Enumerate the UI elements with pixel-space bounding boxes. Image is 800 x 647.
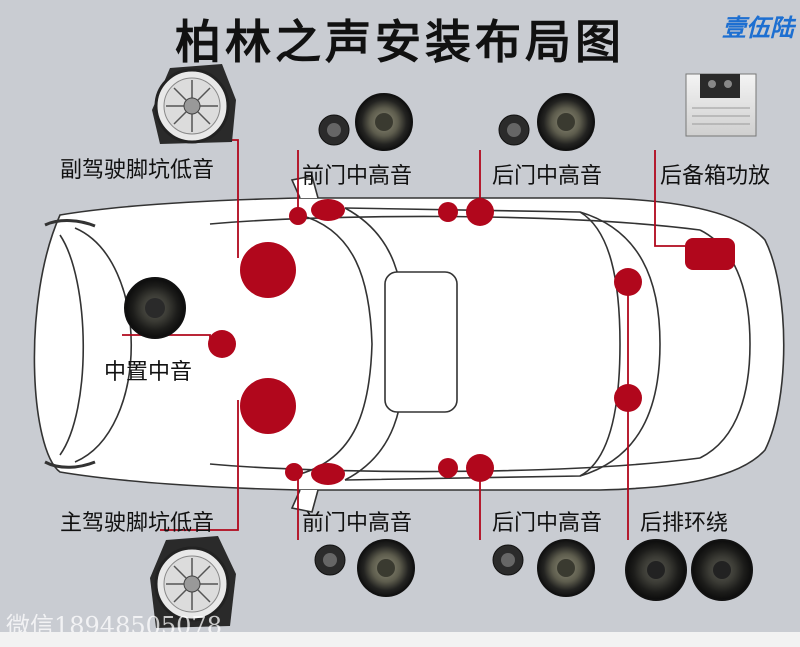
marker-driver-sub [240,378,296,434]
marker-surround-left [614,268,642,296]
label-rear-door-tweeter-bottom: 后门中高音 [492,511,603,536]
subwoofer-speaker-icon [150,536,236,628]
marker-surround-right [614,384,642,412]
label-front-door-tweeter-top: 前门中高音 [302,164,413,189]
label-center-midrange: 中置中音 [104,360,193,385]
label-front-door-tweeter-bottom: 前门中高音 [302,511,413,536]
marker-rear-mid-bottom [466,454,494,482]
marker-front-tweeter-top [289,207,307,225]
page-title: 柏林之声安装布局图 [175,15,625,69]
label-passenger-footwell-subwoofer: 副驾驶脚坑低音 [60,158,215,183]
midrange-speaker-icon [357,539,415,597]
label-rear-surround: 后排环绕 [640,511,729,536]
tweeter-icon [492,544,524,576]
marker-front-tweeter-bottom [285,463,303,481]
tweeter-icon [314,544,346,576]
midrange-speaker-icon [355,93,413,151]
marker-front-mid-top [311,199,345,221]
tweeter-icon [498,114,530,146]
marker-amplifier [685,238,735,270]
marker-rear-mid-top [466,198,494,226]
midrange-speaker-icon [537,539,595,597]
marker-center [208,330,236,358]
midrange-speaker-icon [124,277,186,339]
sunroof [384,271,458,413]
surround-speaker-icon [625,539,687,601]
marker-passenger-sub [240,242,296,298]
subwoofer-speaker-icon [152,64,236,144]
label-rear-door-tweeter-top: 后门中高音 [492,164,603,189]
brand-logo: 壹伍陆 [722,14,794,42]
marker-rear-tweeter-bottom [438,458,458,478]
marker-rear-tweeter-top [438,202,458,222]
label-driver-footwell-subwoofer: 主驾驶脚坑低音 [60,511,215,536]
amplifier-icon [685,73,757,137]
tweeter-icon [318,114,350,146]
midrange-speaker-icon [537,93,595,151]
surround-speaker-icon [691,539,753,601]
marker-front-mid-bottom [311,463,345,485]
speaker-markers [208,198,735,485]
bottom-strip [0,632,800,647]
label-trunk-amplifier: 后备箱功放 [660,164,771,189]
